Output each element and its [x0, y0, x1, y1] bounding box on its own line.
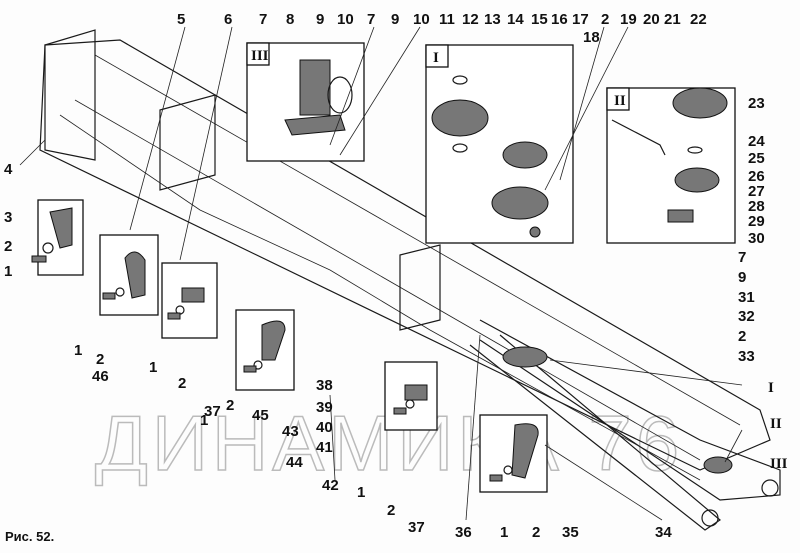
- callout-top-8: 10: [413, 11, 430, 28]
- callout-top-11: 13: [484, 11, 501, 28]
- callout-top-20: 21: [664, 11, 681, 28]
- callout-top-2: 7: [259, 11, 267, 28]
- inset-II: II: [606, 87, 736, 244]
- callout-right-16: III: [770, 456, 788, 472]
- callout-top-12: 14: [507, 11, 524, 28]
- callout-bottom-11: 42: [322, 477, 339, 494]
- callout-right-15: II: [770, 416, 782, 432]
- inset-label-I: I: [433, 50, 439, 66]
- inset-label-III: III: [251, 48, 269, 64]
- detail-box-37a: [161, 262, 218, 339]
- callout-bottom-23: 34: [655, 524, 672, 541]
- detail-box-45: [235, 309, 295, 391]
- callout-right-2: 25: [748, 150, 765, 167]
- callout-bottom-19: 36: [455, 524, 472, 541]
- inset-I: I: [425, 44, 574, 244]
- callout-top-7: 9: [391, 11, 399, 28]
- callout-right-5: 28: [748, 198, 765, 215]
- detail-box-left: [31, 199, 84, 276]
- callout-bottom-13: 39: [316, 399, 333, 416]
- leader-lines: [19, 26, 743, 521]
- callout-left-2: 2: [4, 238, 12, 255]
- callout-top-9: 11: [439, 11, 455, 28]
- callout-right-10: 31: [738, 289, 755, 306]
- callout-right-7: 30: [748, 230, 765, 247]
- callout-right-1: 24: [748, 133, 765, 150]
- callout-bottom-12: 38: [316, 377, 333, 394]
- callout-right-6: 29: [748, 213, 765, 230]
- callout-top-17: 2: [601, 11, 609, 28]
- callout-bottom-18: 37: [408, 519, 425, 536]
- callout-top-14: 16: [551, 11, 568, 28]
- callout-right-4: 27: [748, 183, 765, 200]
- callout-top-16: 18: [583, 29, 600, 46]
- detail-box-37b: [384, 361, 438, 431]
- callout-right-13: 33: [738, 348, 755, 365]
- callout-bottom-4: 2: [178, 375, 186, 392]
- callout-top-1: 6: [224, 11, 232, 28]
- callout-left-0: 4: [4, 161, 13, 178]
- callout-bottom-14: 40: [316, 419, 333, 436]
- figure-caption: Рис. 52.: [5, 529, 54, 544]
- callout-bottom-7: 2: [226, 397, 234, 414]
- callout-bottom-9: 43: [282, 423, 299, 440]
- callout-top-15: 17: [572, 11, 589, 28]
- callout-bottom-1: 2: [96, 351, 104, 368]
- callout-bottom-20: 1: [500, 524, 508, 541]
- callout-right-11: 32: [738, 308, 755, 325]
- callout-bottom-6: 1: [200, 412, 208, 429]
- callout-top-5: 10: [337, 11, 354, 28]
- boom-beam: [39, 29, 781, 531]
- detail-box-46: [99, 234, 159, 316]
- callout-bottom-17: 2: [387, 502, 395, 519]
- callout-top-18: 19: [620, 11, 637, 28]
- callout-top-10: 12: [462, 11, 479, 28]
- inset-label-II: II: [614, 93, 626, 109]
- callout-top-6: 7: [367, 11, 375, 28]
- callout-bottom-10: 44: [286, 454, 303, 471]
- callout-bottom-15: 41: [316, 439, 333, 456]
- callout-top-4: 9: [316, 11, 324, 28]
- callout-top-3: 8: [286, 11, 294, 28]
- callout-top-13: 15: [531, 11, 548, 28]
- callout-top-19: 20: [643, 11, 660, 28]
- callout-bottom-16: 1: [357, 484, 365, 501]
- callout-right-8: 7: [738, 249, 746, 266]
- callout-bottom-3: 1: [149, 359, 157, 376]
- callout-right-0: 23: [748, 95, 765, 112]
- callout-left-1: 3: [4, 209, 12, 226]
- callout-top-0: 5: [177, 11, 185, 28]
- callout-right-9: 9: [738, 269, 746, 286]
- callout-left-3: 1: [4, 263, 12, 280]
- callout-bottom-2: 46: [92, 368, 109, 385]
- callout-bottom-22: 35: [562, 524, 579, 541]
- inset-III: III: [246, 42, 365, 162]
- detail-box-35: [479, 414, 548, 493]
- callout-bottom-5: 37: [204, 403, 221, 420]
- callout-bottom-8: 45: [252, 407, 269, 424]
- callout-top-21: 22: [690, 11, 707, 28]
- callout-bottom-0: 1: [74, 342, 82, 359]
- callout-right-3: 26: [748, 168, 765, 185]
- callout-right-14: I: [768, 380, 774, 396]
- callout-bottom-21: 2: [532, 524, 540, 541]
- callout-right-12: 2: [738, 328, 746, 345]
